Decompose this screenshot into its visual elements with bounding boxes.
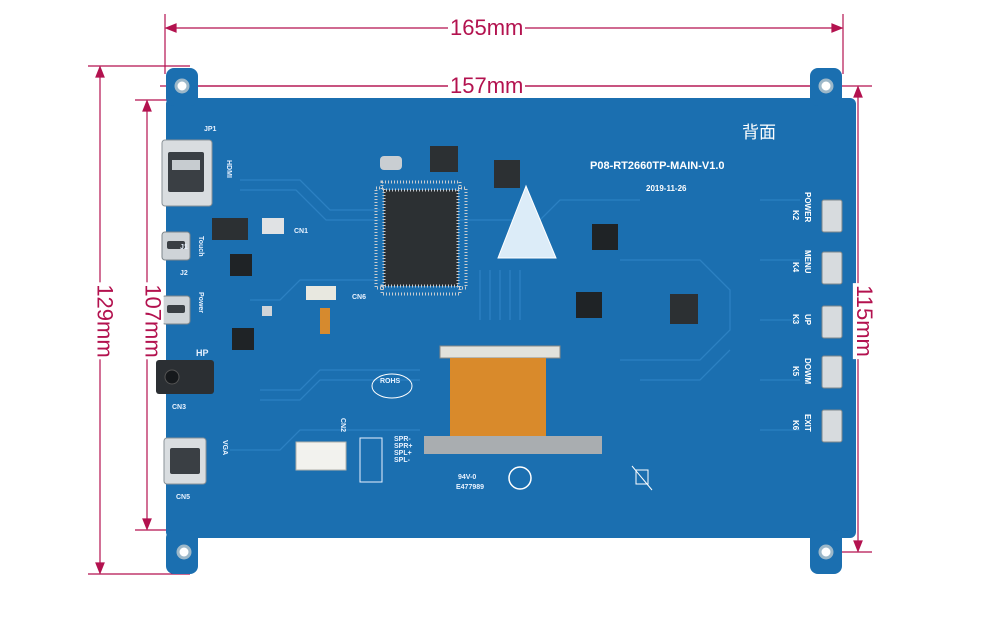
button-label-exit: EXIT [803,414,812,432]
pcb-traces [230,179,800,451]
speaker-pin-labels: SPR- SPR+ SPL+ SPL- [394,436,412,464]
j1-label: J1 [180,244,188,251]
mini-hdmi-port [163,437,207,485]
dimension-height-inner: 107mm [140,282,166,360]
triangle-logo-icon [497,184,557,259]
jp1-label: JP1 [204,126,217,133]
board-side-label: 背面 [742,123,776,142]
pb-free-icon [508,466,532,490]
pcb-board [166,68,856,574]
ul-rating: 94V-0 [458,474,477,481]
weee-bin-icon [631,465,653,491]
touch-label: Touch [197,236,204,257]
usb-touch-port [161,231,191,261]
spl-plus-label: SPL+ [394,450,412,457]
dimension-height-right: 115mm [851,283,877,359]
j2-label: J2 [180,270,188,277]
vga-label: VGA [221,440,228,456]
cn2-label: CN2 [339,418,346,433]
dimension-height-outer: 129mm [92,282,118,360]
cn6-label: CN6 [352,294,367,301]
button-label-up: UP [803,314,812,326]
side-buttons [821,199,843,443]
button-ref-k5: K5 [791,366,800,377]
usb-power-port [161,295,191,325]
cn3-label: CN3 [172,404,187,411]
power-label: Power [197,292,204,314]
dimension-width-inner: 157mm [448,73,526,98]
hdmi-port [161,139,213,207]
spl-minus-label: SPL- [394,457,410,464]
hp-label: HP [196,348,209,358]
audio-jack [156,360,214,394]
button-ref-k6: K6 [791,420,800,431]
rohs-badge [371,373,413,399]
cn1-label: CN1 [294,228,309,235]
board-date: 2019-11-26 [646,184,687,193]
board-model: P08-RT2660TP-MAIN-V1.0 [590,160,725,172]
dimension-width-outer: 165mm [448,15,526,40]
spr-plus-label: SPR+ [394,443,413,450]
button-label-menu: MENU [803,250,812,274]
button-label-power: POWER [803,192,812,223]
ul-file-number: E477989 [456,484,485,491]
cn5-label: CN5 [176,494,191,501]
button-ref-k3: K3 [791,314,800,325]
chips [212,146,698,350]
speaker-connector [295,437,383,483]
rohs-text: ROHS [380,378,401,385]
button-ref-k2: K2 [791,210,800,221]
spr-minus-label: SPR- [394,436,411,443]
hdmi-label: HDMI [225,160,232,178]
button-ref-k4: K4 [791,262,800,273]
button-label-down: DOWM [803,358,812,385]
fpc-connector [424,345,602,454]
